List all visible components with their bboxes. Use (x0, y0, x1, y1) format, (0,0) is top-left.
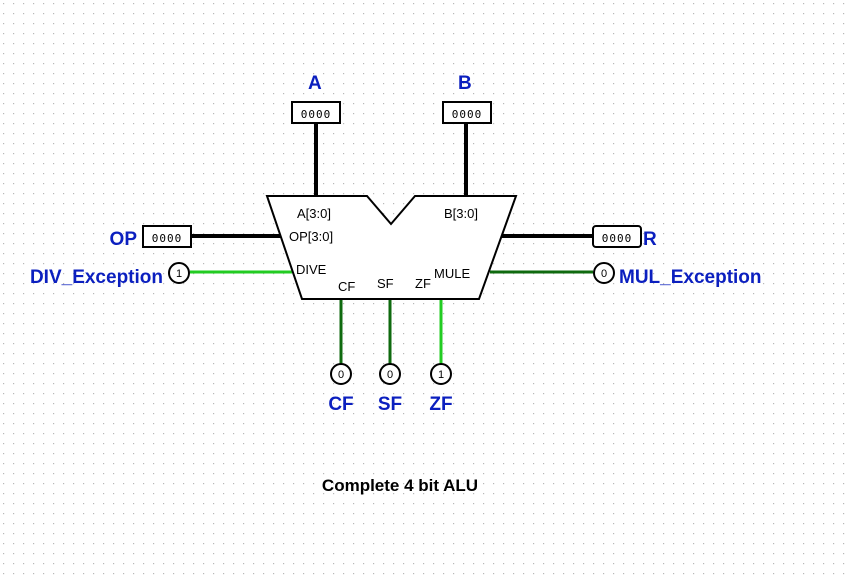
alu-port-op: OP[3:0] (289, 229, 333, 244)
input-b-label: B (458, 73, 472, 94)
input-a[interactable]: A 0000 (291, 73, 341, 124)
alu-port-b: B[3:0] (444, 206, 478, 221)
alu-port-dive: DIVE (296, 262, 327, 277)
cf-led (330, 363, 352, 385)
alu-port-mule: MULE (434, 266, 470, 281)
sf-led (379, 363, 401, 385)
output-r-bits: 0000 (602, 232, 633, 245)
cf-label: CF (328, 394, 353, 415)
input-op-label: OP (110, 229, 138, 250)
output-r-label: R (643, 229, 657, 250)
input-a-box[interactable] (291, 101, 341, 124)
input-b[interactable]: B 0000 (442, 73, 492, 124)
output-sf: 0 SF (378, 363, 402, 415)
div-exception-value: 1 (176, 268, 182, 280)
alu-port-cf: CF (338, 279, 355, 294)
input-op[interactable]: OP 0000 (110, 225, 192, 250)
output-div-exception: DIV_Exception 1 (30, 262, 190, 288)
sf-value: 0 (387, 369, 393, 381)
alu-body (265, 195, 518, 300)
alu-block[interactable]: A[3:0] B[3:0] OP[3:0] DIVE MULE CF SF ZF (265, 195, 518, 300)
alu-port-sf: SF (377, 276, 394, 291)
zf-label: ZF (429, 394, 452, 415)
div-exception-led (168, 262, 190, 284)
cf-value: 0 (338, 369, 344, 381)
diagram-caption: Complete 4 bit ALU (322, 476, 478, 495)
input-a-label: A (308, 73, 322, 94)
output-mul-exception: 0 MUL_Exception (593, 262, 762, 288)
wires (190, 123, 593, 364)
output-r-box (592, 225, 642, 248)
mul-exception-led (593, 262, 615, 284)
div-exception-label: DIV_Exception (30, 267, 163, 288)
output-zf: 1 ZF (429, 363, 453, 415)
input-b-bits[interactable]: 0000 (452, 108, 483, 121)
alu-port-a: A[3:0] (297, 206, 331, 221)
mul-exception-label: MUL_Exception (619, 267, 762, 288)
input-op-box[interactable] (142, 225, 192, 248)
output-r: 0000 R (592, 225, 657, 250)
sf-label: SF (378, 394, 402, 415)
zf-value: 1 (438, 369, 444, 381)
output-cf: 0 CF (328, 363, 354, 415)
input-op-bits[interactable]: 0000 (152, 232, 183, 245)
input-b-box[interactable] (442, 101, 492, 124)
alu-port-zf: ZF (415, 276, 431, 291)
input-a-bits[interactable]: 0000 (301, 108, 332, 121)
mul-exception-value: 0 (601, 268, 607, 280)
zf-led (430, 363, 452, 385)
